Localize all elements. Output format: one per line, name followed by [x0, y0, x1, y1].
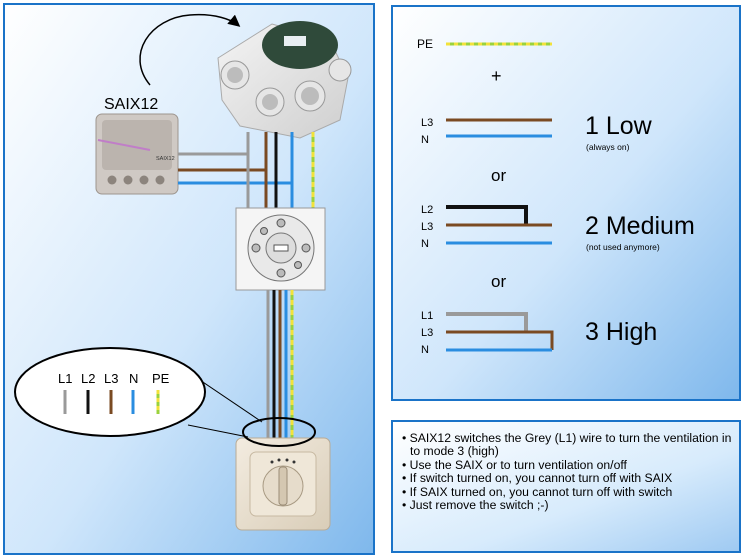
legend-mode-1: L3 N 1 Low (always on) — [421, 112, 653, 152]
note-item: If switch turned on, you cannot turn off… — [400, 471, 736, 485]
mode2-wire-l2: L2 — [421, 204, 433, 216]
callout-label-n: N — [129, 371, 138, 386]
or-1: or — [491, 166, 506, 185]
wall-switch — [235, 437, 331, 531]
mode1-wire-l3: L3 — [421, 117, 433, 129]
pe-label: PE — [417, 37, 433, 51]
plus-sign: + — [491, 66, 502, 86]
mode1-title: 1 Low — [585, 112, 653, 140]
legend-mode-2: L2 L3 N 2 Medium (not used anymore) — [421, 204, 695, 252]
mode3-wire-l1: L1 — [421, 310, 433, 322]
mode3-wire-n: N — [421, 344, 429, 356]
saix12-module: SAIX12 — [95, 113, 179, 195]
note-item: Just remove the switch ;-) — [400, 498, 736, 512]
mode1-wire-n: N — [421, 134, 429, 146]
notes-list: SAIX12 switches the Grey (L1) wire to tu… — [400, 431, 736, 512]
mode2-wire-l3: L3 — [421, 221, 433, 233]
mode1-note: (always on) — [586, 142, 630, 152]
legend-mode-3: L1 L3 N 3 High — [421, 310, 657, 356]
note-item: SAIX12 switches the Grey (L1) wire to tu… — [400, 431, 736, 459]
callout-label-l3: L3 — [104, 371, 118, 386]
speed-legend-panel — [391, 5, 741, 401]
or-2: or — [491, 272, 506, 291]
note-item: If SAIX turned on, you cannot turn off w… — [400, 485, 736, 499]
cable-highlight — [242, 417, 316, 447]
wire-callout: L1 L2 L3 N PE — [14, 347, 206, 437]
mode2-title: 2 Medium — [585, 212, 695, 240]
note-item: Use the SAIX or to turn ventilation on/o… — [400, 458, 736, 472]
mode3-title: 3 High — [585, 318, 657, 346]
saix12-label: SAIX12 — [104, 96, 158, 113]
junction-box — [235, 207, 326, 291]
callout-label-l1: L1 — [58, 371, 72, 386]
ventilation-unit — [217, 21, 352, 139]
mode3-wire-l3: L3 — [421, 327, 433, 339]
legend-pe: PE — [417, 37, 552, 51]
callout-label-pe: PE — [152, 371, 170, 386]
mode2-note: (not used anymore) — [586, 242, 660, 252]
module-print: SAIX12 — [156, 156, 175, 162]
pointer-arrow — [139, 13, 241, 86]
mode2-wire-n: N — [421, 238, 429, 250]
callout-label-l2: L2 — [81, 371, 95, 386]
